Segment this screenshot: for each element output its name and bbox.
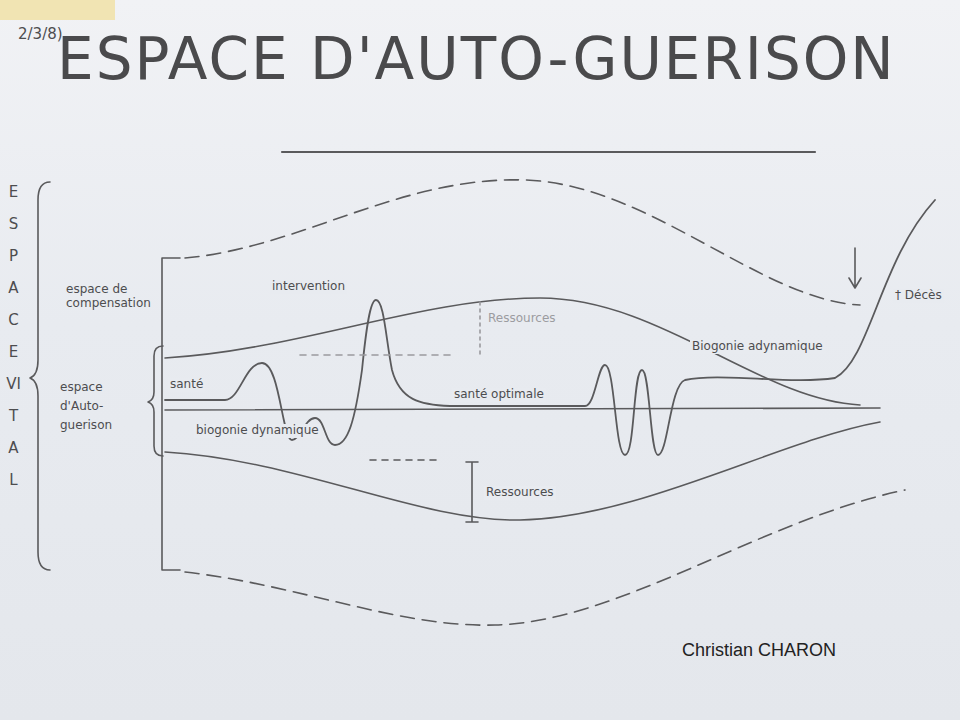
resource-dash xyxy=(300,354,455,356)
health-axis xyxy=(165,408,880,410)
death-label: † Décès xyxy=(893,289,944,303)
small-brace xyxy=(148,346,163,456)
title: ESPACE D'AUTO-GUERISON xyxy=(55,26,898,93)
lower-curve xyxy=(165,422,880,520)
resource-dash xyxy=(370,459,440,461)
resource-range xyxy=(466,462,478,522)
resource-label: Ressources xyxy=(484,486,556,500)
vital-limit-bottom xyxy=(185,490,905,625)
zone-label: espace d'Auto-guerison xyxy=(58,378,148,436)
vertical-label: ESPACE VITAL xyxy=(4,176,23,496)
state-label: biogonie dynamique xyxy=(194,424,321,438)
date-note: 2/3/8) xyxy=(16,26,65,43)
state-label: Biogonie adynamique xyxy=(690,340,825,354)
vital-limit-top xyxy=(185,180,860,305)
state-label: santé optimale xyxy=(452,388,546,402)
tape-strip xyxy=(0,0,115,20)
death-arrow xyxy=(849,248,861,288)
resource-label: Ressources xyxy=(486,312,558,326)
event-label: intervention xyxy=(270,280,347,294)
zone-label: espace de compensation xyxy=(64,283,154,311)
state-label: santé xyxy=(168,378,205,392)
left-bracket xyxy=(162,258,180,570)
title-underline xyxy=(282,151,815,153)
compensation-curve xyxy=(165,298,860,405)
health-trajectory xyxy=(165,200,935,455)
resource-range xyxy=(479,302,481,355)
large-brace xyxy=(30,182,50,570)
author-credit: Christian CHARON xyxy=(680,640,838,661)
